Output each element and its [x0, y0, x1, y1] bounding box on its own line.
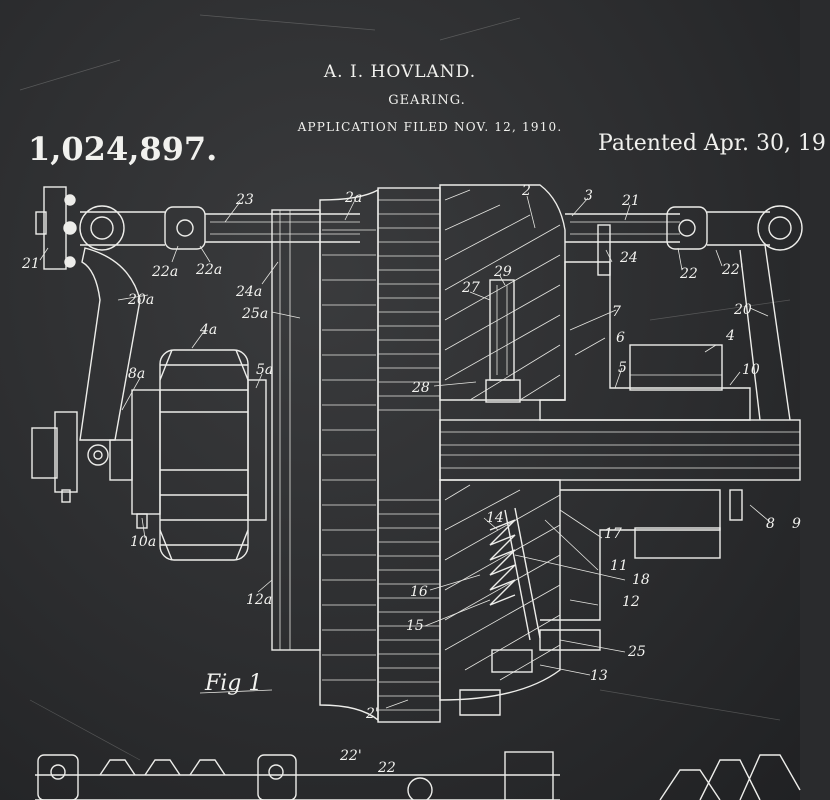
leader-lines — [39, 195, 771, 709]
main-shaft — [439, 419, 801, 481]
label-22-prime: 22' — [721, 262, 744, 278]
label-11: 11 — [610, 558, 628, 574]
radial-pin-29 — [485, 279, 521, 403]
left-lever — [31, 247, 141, 503]
label-14: 14 — [486, 510, 504, 526]
label-8a: 8a — [128, 366, 145, 382]
label-6: 6 — [616, 330, 625, 346]
label-10: 10 — [742, 362, 760, 378]
sleeve-and-gear-4 — [539, 261, 751, 651]
label-22a-right: 22a — [195, 262, 222, 278]
label-22-bottom: 22 — [377, 760, 396, 776]
inventor-name: A. I. HOVLAND. — [323, 62, 477, 82]
chalk-scratches — [19, 14, 791, 761]
label-22a-left: 22a — [151, 264, 178, 280]
label-24a: 24a — [235, 284, 262, 300]
patent-title: GEARING. — [388, 93, 466, 108]
spring-14 — [489, 507, 541, 673]
patented-date: Patented Apr. 30, 19 — [598, 131, 826, 156]
label-22: 22 — [679, 266, 698, 282]
gearing-drawing: 2 3 21 23 2a 21 22a 22a 24a 20a 25a 4a 5… — [19, 14, 803, 800]
label-23: 23 — [235, 192, 254, 208]
label-27: 27 — [461, 280, 480, 296]
label-21-left: 21 — [21, 256, 40, 272]
label-28: 28 — [411, 380, 430, 396]
label-16: 16 — [410, 584, 428, 600]
label-22-prime-bottom: 22' — [339, 748, 362, 764]
label-25: 25 — [627, 644, 646, 660]
reference-numerals: 2 3 21 23 2a 21 22a 22a 24a 20a 25a 4a 5… — [21, 183, 801, 776]
label-9: 9 — [792, 516, 801, 532]
label-10a: 10a — [130, 534, 156, 550]
label-12: 12 — [622, 594, 640, 610]
label-4a: 4a — [199, 322, 217, 338]
central-toothed-wheel — [377, 187, 441, 723]
right-chain — [565, 205, 803, 421]
label-17: 17 — [604, 526, 622, 542]
label-20: 20 — [733, 302, 752, 318]
label-5: 5 — [618, 360, 627, 376]
patent-number: 1,024,897. — [28, 130, 218, 168]
figure-label-underline — [199, 689, 273, 694]
label-24: 24 — [619, 250, 638, 266]
left-gear-4a — [109, 349, 267, 561]
label-20a: 20a — [127, 292, 154, 308]
bottom-chain — [35, 751, 801, 800]
label-25a: 25a — [241, 306, 268, 322]
application-filed: APPLICATION FILED NOV. 12, 1910. — [297, 120, 563, 134]
label-18: 18 — [632, 572, 650, 588]
label-12a: 12a — [246, 592, 272, 608]
label-3: 3 — [584, 188, 593, 204]
label-7: 7 — [612, 304, 621, 320]
label-2a: 2a — [344, 190, 362, 206]
label-13: 13 — [590, 668, 608, 684]
label-15: 15 — [406, 618, 424, 634]
label-21-right: 21 — [621, 193, 640, 209]
label-5a: 5a — [256, 362, 273, 378]
label-2: 2 — [521, 183, 531, 199]
label-2-prime: 2' — [365, 706, 379, 722]
label-4: 4 — [725, 328, 735, 344]
large-gear-disk — [271, 188, 379, 722]
label-29: 29 — [493, 264, 512, 280]
label-8: 8 — [766, 516, 775, 532]
left-chain — [35, 186, 360, 270]
